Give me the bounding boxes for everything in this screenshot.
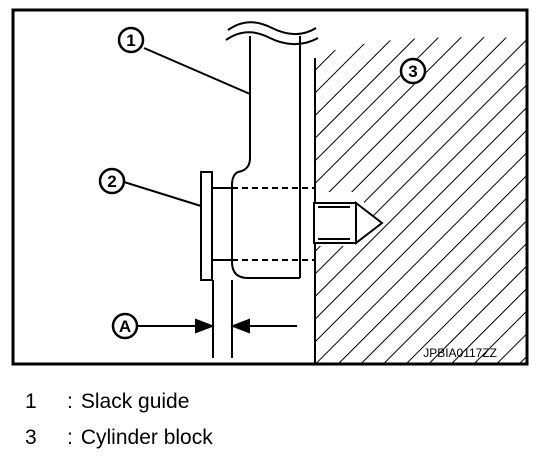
legend-item-number: 1 [25,390,37,413]
callout-3: 3 [399,57,427,85]
legend-item-text: Slack guide [80,390,190,413]
legend-item: 1 : Slack guide [25,384,213,420]
dimension-lines [212,280,316,358]
callout-2-label: 2 [107,172,116,191]
callout-2: 2 [98,167,202,207]
slack-guide [231,36,301,279]
cylinder-block [302,37,526,363]
callout-3-label: 3 [408,62,417,81]
bolt-head [200,171,213,281]
legend-item-separator: : [67,426,73,449]
dimension-arrows [138,318,297,334]
callout-a-label: A [119,317,131,336]
callout-1: 1 [117,26,251,95]
figure-code: JPBIA0117ZZ [423,346,497,360]
break-lines [225,21,319,45]
legend-item-number: 3 [25,426,37,449]
bolt-thread [313,200,384,246]
bolt-collar [211,187,233,261]
callout-1-label: 1 [126,31,135,50]
diagram: 1 2 3 A JPBIA0117ZZ [11,8,529,366]
legend-item-separator: : [67,390,73,413]
legend-item: 3 : Cylinder block [25,420,213,456]
legend: 1 : Slack guide 3 : Cylinder block [25,384,213,456]
callout-a: A [111,312,139,340]
legend-item-text: Cylinder block [80,426,213,449]
